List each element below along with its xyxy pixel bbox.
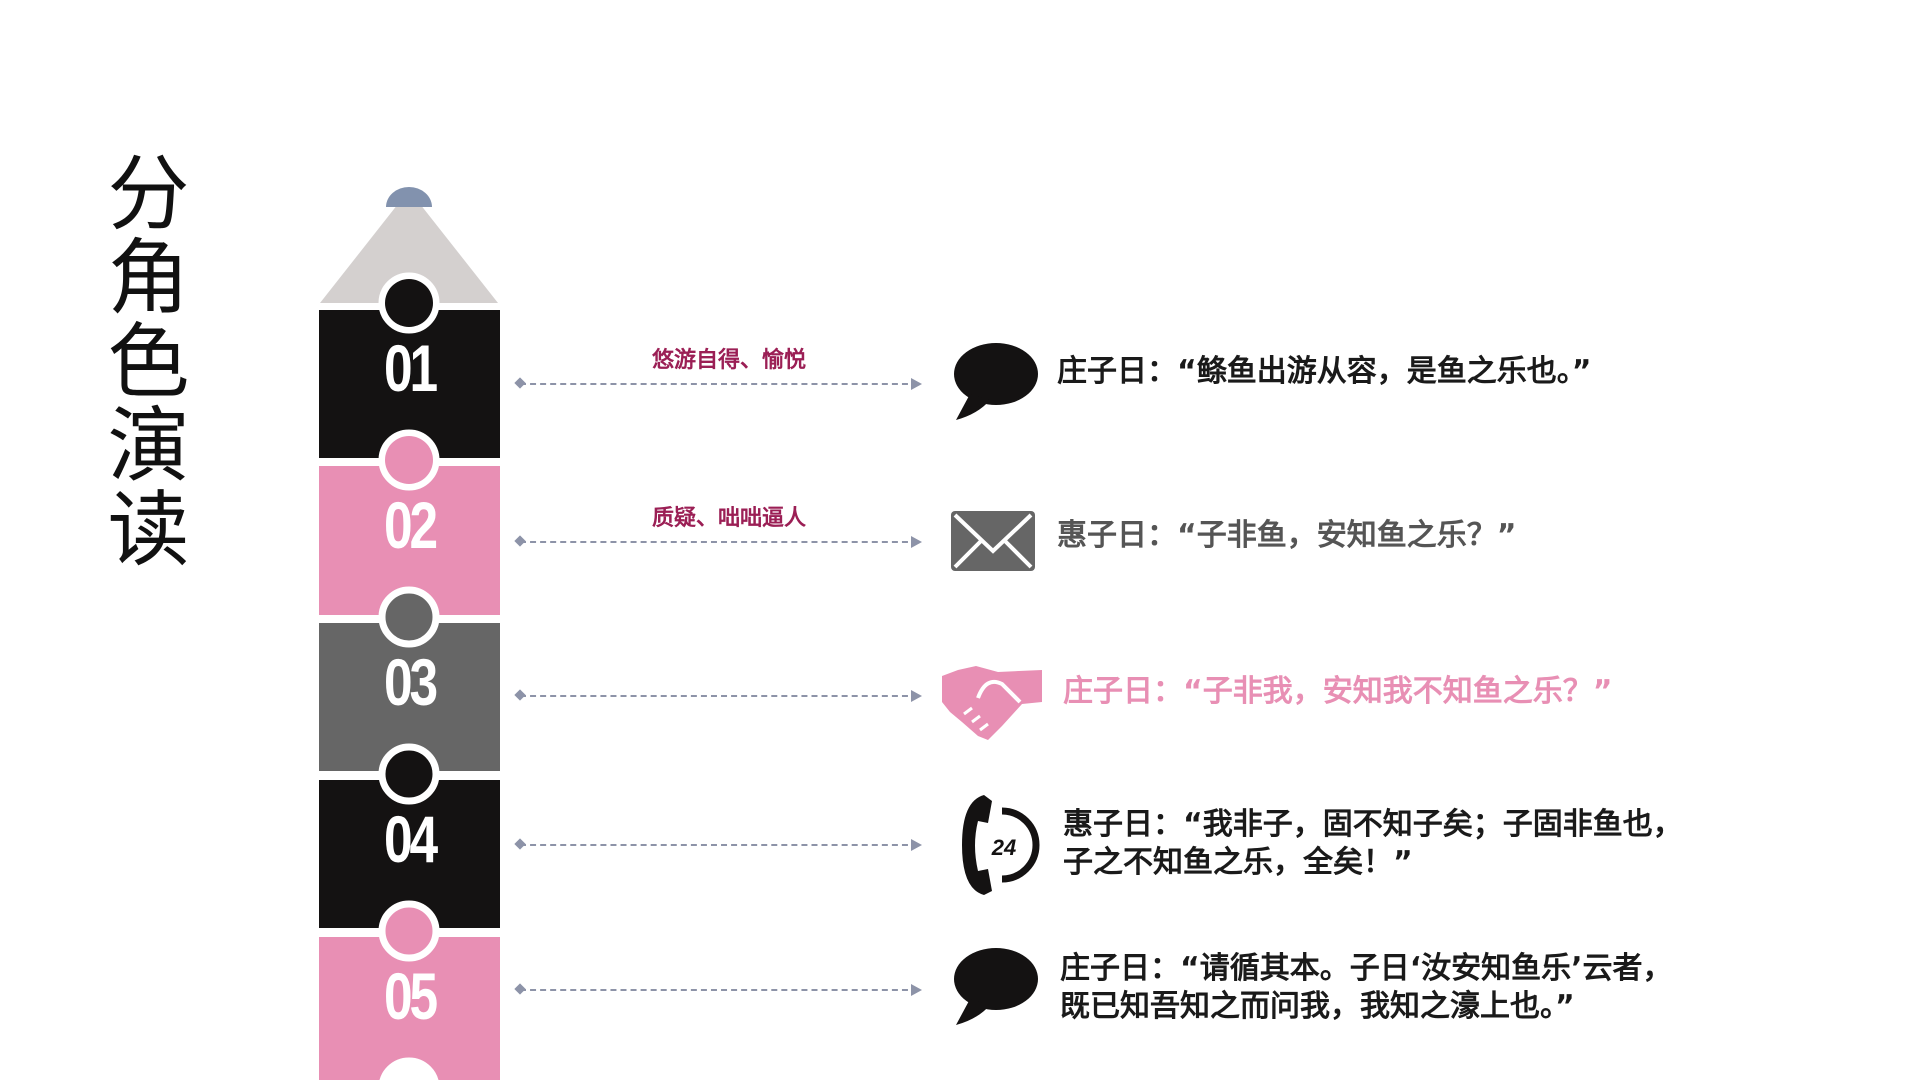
- connector-arrow: [520, 839, 922, 851]
- pencil-tip: [320, 190, 498, 303]
- quote-text: 惠子日：“我非子，固不知子矣；子固非鱼也，: [1063, 807, 1683, 842]
- quote-text: 庄子日：“鲦鱼出游从容，是鱼之乐也。”: [1057, 354, 1592, 389]
- step-number: 03: [383, 645, 438, 719]
- step-number: 05: [383, 959, 438, 1033]
- quote-text: 惠子日：“子非鱼，安知鱼之乐？”: [1057, 518, 1517, 553]
- handshake-icon: [942, 666, 1042, 740]
- connector-arrow: [520, 690, 922, 702]
- phone-24-label: 24: [991, 835, 1016, 860]
- step-number: 04: [383, 802, 438, 876]
- connector-arrow: [520, 378, 922, 390]
- page-title: 分角色演读: [93, 150, 188, 570]
- speech-bubble-icon: [954, 948, 1038, 1025]
- quote-text: 既已知吾知之而问我，我知之濠上也。”: [1060, 989, 1575, 1024]
- pencil-lead: [386, 187, 432, 207]
- tab-05: [378, 900, 440, 962]
- step-label: 悠游自得、愉悦: [651, 348, 806, 373]
- connector-arrow: [520, 536, 922, 548]
- step-number: 01: [383, 331, 438, 405]
- envelope-icon: [951, 511, 1035, 571]
- tab-04: [378, 743, 440, 805]
- tab-03: [378, 586, 440, 648]
- tab-06: [379, 1057, 439, 1080]
- step-label: 质疑、咄咄逼人: [651, 506, 806, 531]
- quote-text: 庄子日：“请循其本。子日‘汝安知鱼乐’云者，: [1060, 951, 1673, 986]
- connector-arrow: [520, 984, 922, 996]
- step-number: 02: [383, 488, 438, 562]
- quote-text: 子之不知鱼之乐，全矣！”: [1063, 845, 1413, 880]
- phone-24-icon: 24: [962, 795, 1040, 895]
- quote-text: 庄子日：“子非我，安知我不知鱼之乐？”: [1063, 674, 1613, 709]
- speech-bubble-icon: [954, 343, 1038, 420]
